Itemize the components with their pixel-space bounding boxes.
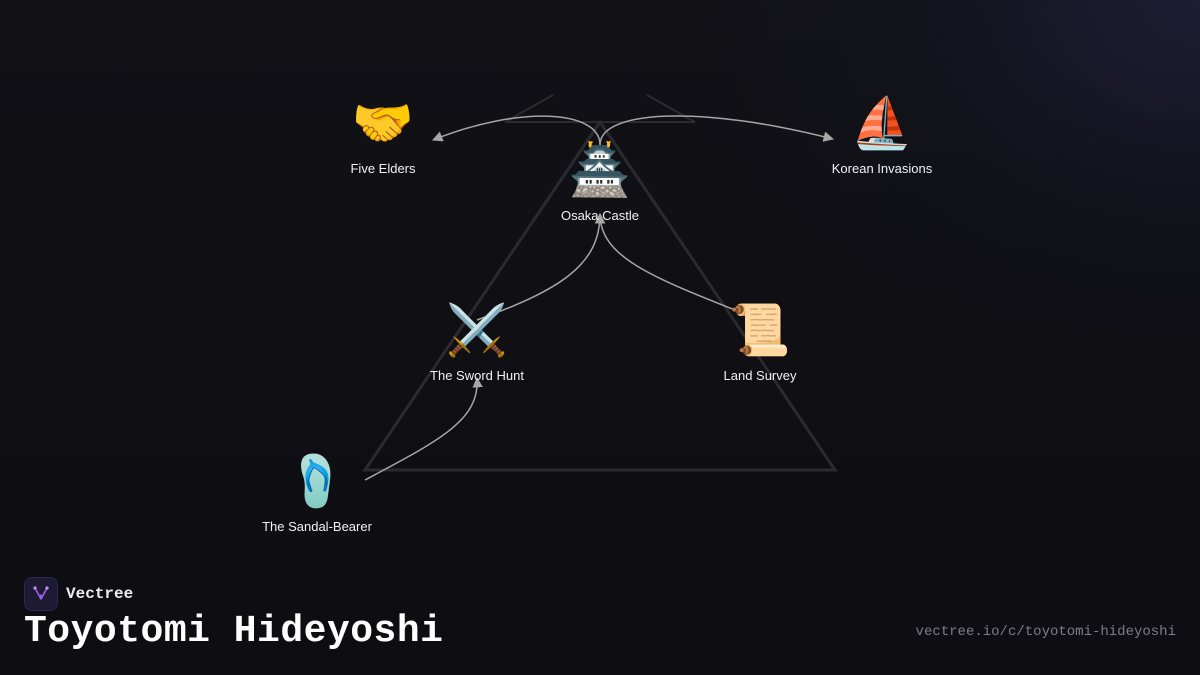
node-land-survey[interactable]: 📜 Land Survey (660, 300, 860, 383)
node-label: Korean Invasions (831, 161, 933, 176)
node-sword-hunt[interactable]: ⚔️ The Sword Hunt (377, 300, 577, 383)
node-label: Osaka Castle (560, 208, 640, 223)
crossed-swords-icon: ⚔️ (445, 301, 509, 359)
edge-osaka-to-elders (432, 115, 601, 146)
edge-sword-to-osaka (476, 212, 606, 321)
japanese-castle-icon: 🏯 (568, 141, 632, 199)
edge-sandal-to-sword (364, 376, 483, 481)
edge-survey-to-osaka (594, 212, 761, 321)
node-label: Land Survey (723, 368, 797, 383)
page-url[interactable]: vectree.io/c/toyotomi-hideyoshi (915, 624, 1176, 640)
node-five-elders[interactable]: 🤝 Five Elders (283, 93, 483, 176)
sailboat-icon: ⛵ (850, 94, 914, 152)
sandal-icon: 🩴 (285, 452, 349, 510)
brand-name: Vectree (66, 585, 134, 603)
node-sandal-bearer[interactable]: 🩴 The Sandal-Bearer (217, 451, 417, 534)
node-osaka-castle[interactable]: 🏯 Osaka Castle (500, 140, 700, 223)
node-korean-invasions[interactable]: ⛵ Korean Invasions (782, 93, 982, 176)
node-label: Five Elders (350, 161, 416, 176)
pyramid-outline (362, 94, 838, 472)
edge-group (364, 115, 835, 481)
page-title: Toyotomi Hideyoshi (24, 610, 444, 653)
scroll-icon: 📜 (728, 301, 792, 359)
handshake-icon: 🤝 (351, 94, 415, 152)
node-label: The Sword Hunt (430, 368, 524, 383)
brand[interactable]: Vectree (24, 577, 133, 611)
node-label: The Sandal-Bearer (262, 519, 372, 534)
vectree-logo-icon (24, 577, 58, 611)
edge-osaka-to-korea (599, 115, 835, 146)
